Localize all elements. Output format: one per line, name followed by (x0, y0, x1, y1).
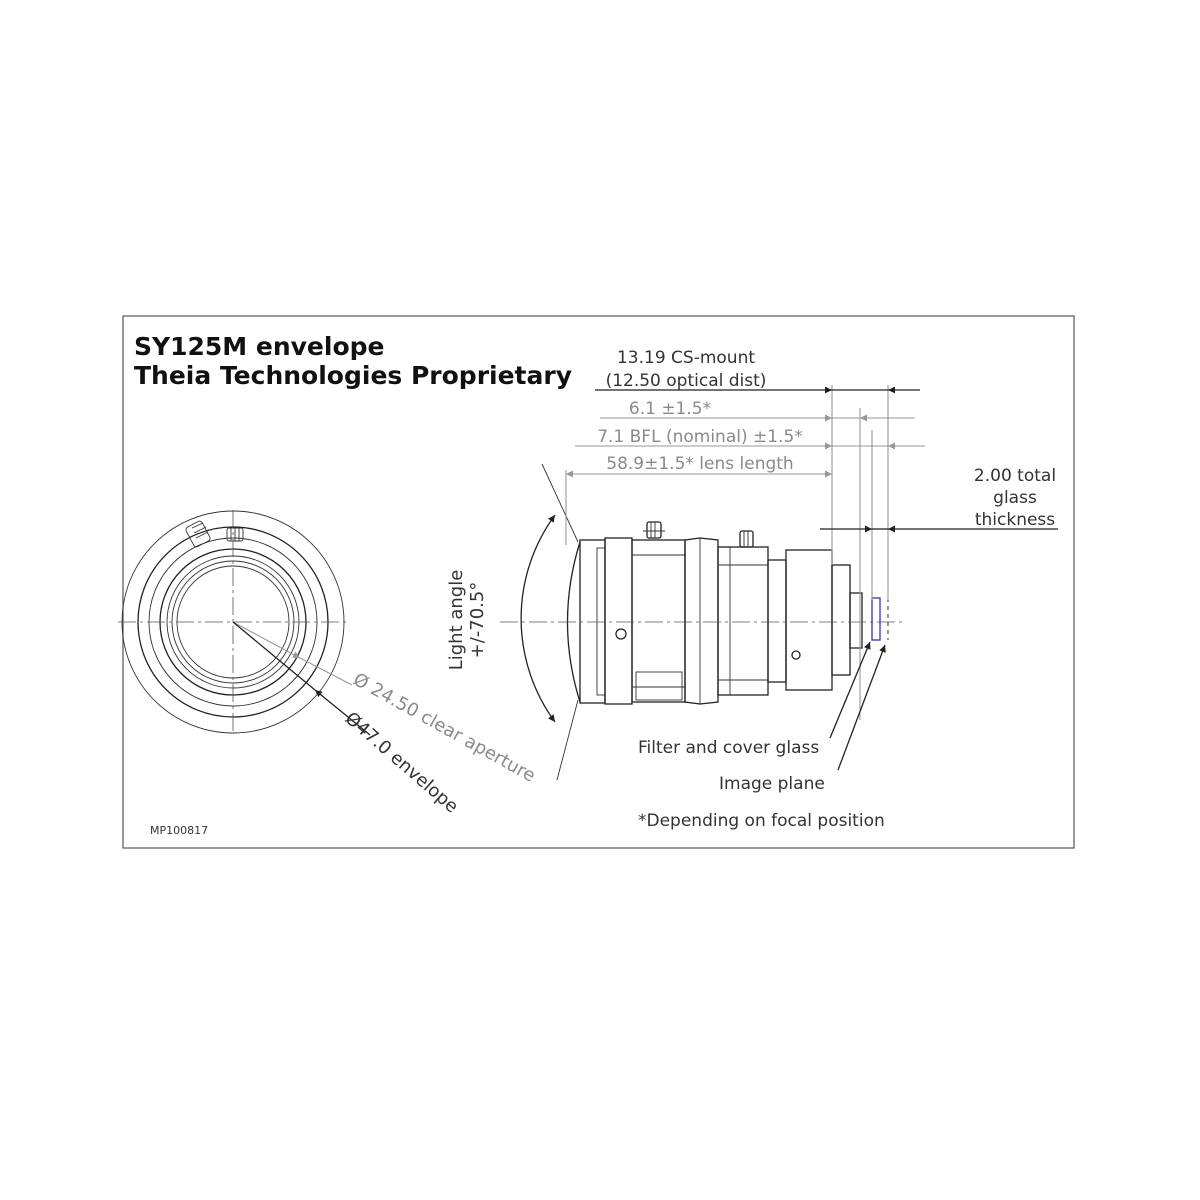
front-zoom-knob (226, 527, 244, 542)
bfl-dimension: 7.1 BFL (nominal) ±1.5* (597, 427, 803, 447)
light-angle-indicator (520, 463, 579, 781)
light-angle-label: Light angle (446, 570, 467, 671)
image-plane-label: Image plane (719, 774, 825, 794)
footnote: *Depending on focal position (638, 811, 885, 831)
title-line-1: SY125M envelope (134, 332, 384, 361)
lens-side-view (566, 521, 863, 705)
range-6-1-dimension: 6.1 ±1.5* (629, 399, 711, 419)
filter-cover-glass (871, 597, 881, 641)
optical-distance-dimension: (12.50 optical dist) (606, 371, 767, 391)
filter-cover-glass-label: Filter and cover glass (638, 738, 819, 758)
glass-thickness-line-1: 2.00 total (974, 466, 1056, 486)
front-view (118, 510, 371, 736)
glass-thickness-line-3: thickness (975, 510, 1055, 530)
cs-mount-dimension: 13.19 CS-mount (617, 348, 755, 368)
title-line-2: Theia Technologies Proprietary (134, 361, 572, 390)
part-number: MP100817 (150, 824, 208, 837)
glass-thickness-line-2: glass (993, 488, 1037, 508)
drawing-frame (122, 315, 1075, 849)
light-angle-value: +/-70.5° (467, 582, 488, 659)
front-focus-knob (185, 520, 211, 548)
lens-length-dimension: 58.9±1.5* lens length (606, 454, 793, 474)
dimension-lines (565, 385, 1058, 771)
